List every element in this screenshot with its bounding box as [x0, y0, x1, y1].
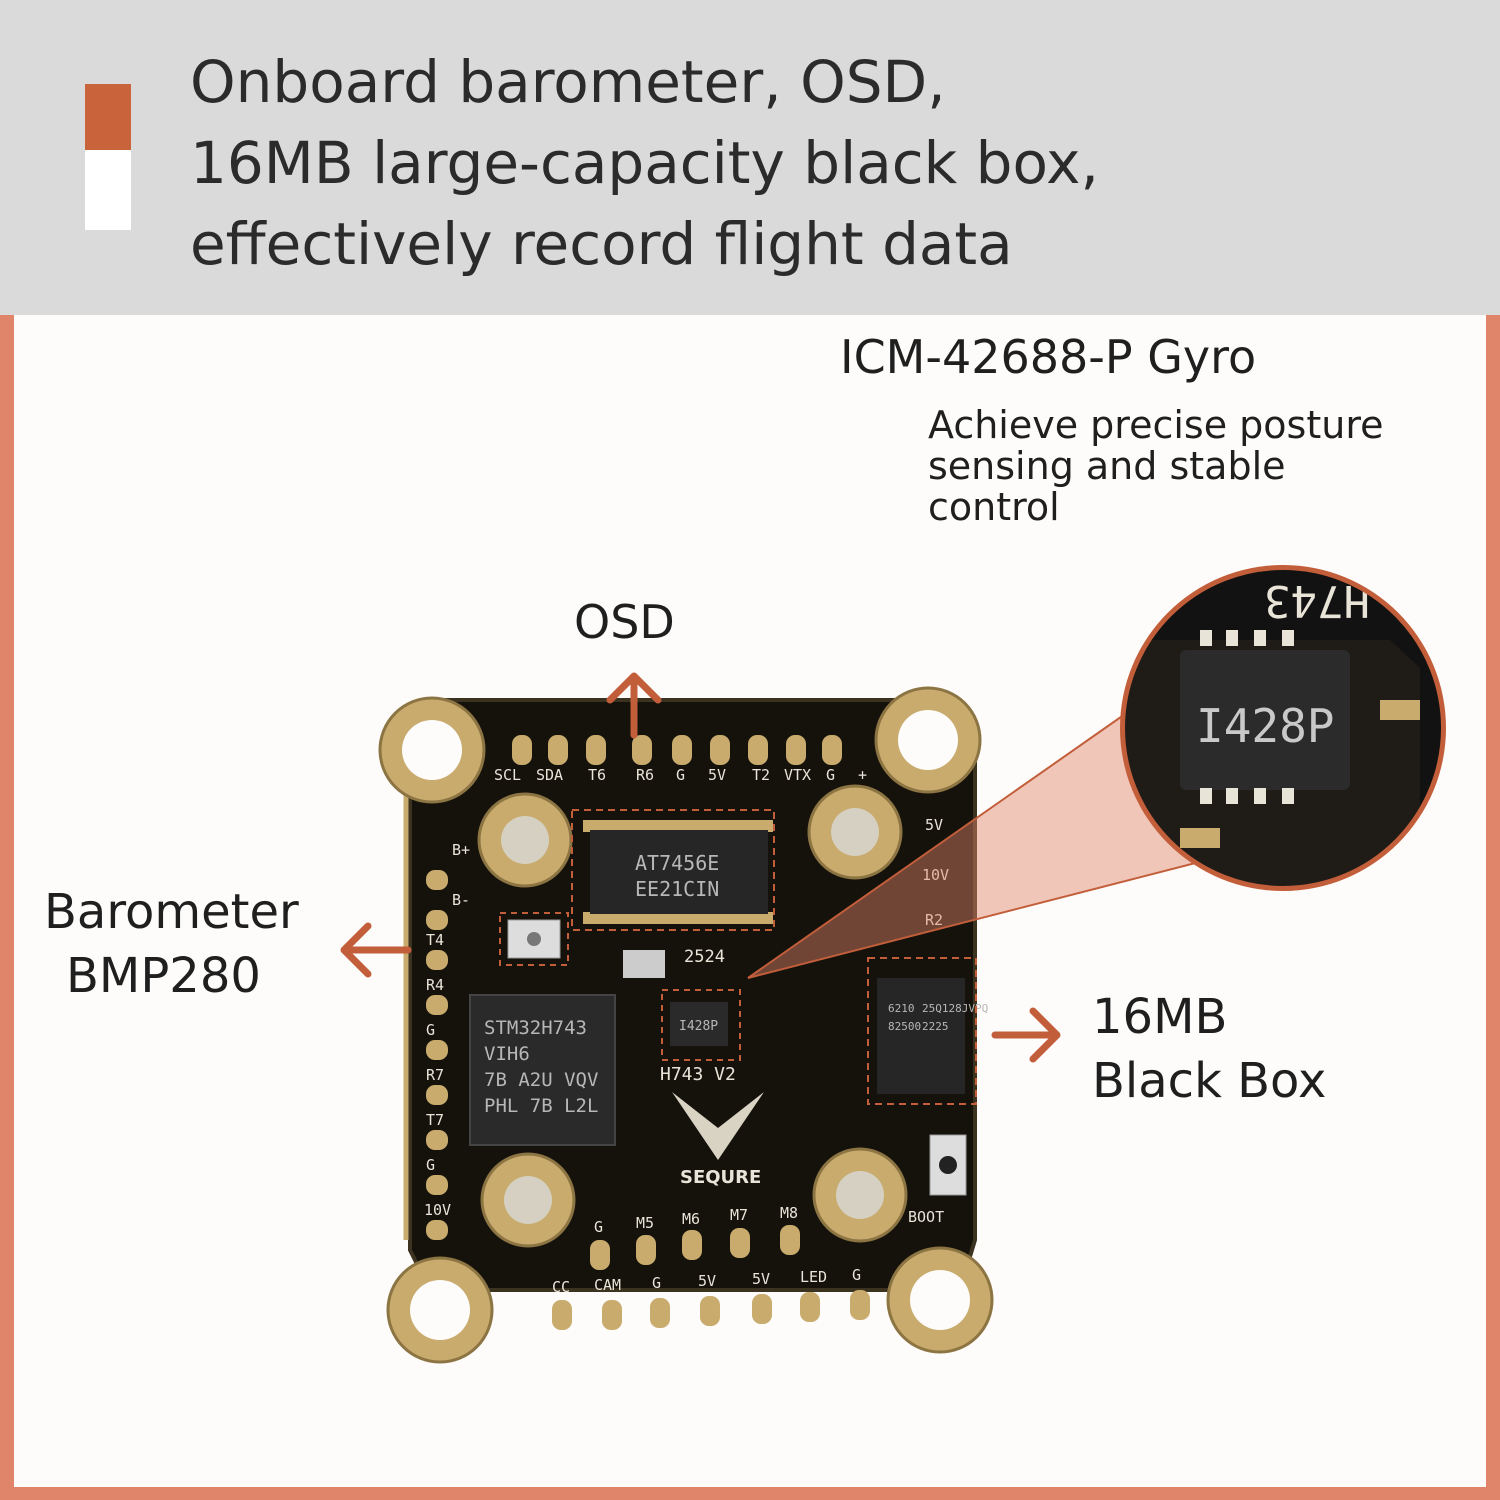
barometer-callout-line-2: BMP280	[66, 948, 261, 1004]
pad-label-top: +	[858, 766, 867, 784]
gyro-chip: I428P H743 V2	[660, 989, 741, 1085]
flash-chip: 6210 82500 25Q128JVPQ 2225	[867, 957, 988, 1105]
gyro-desc-line-3: control	[928, 485, 1060, 529]
zoom-beam	[748, 705, 1215, 978]
osd-arrow	[606, 672, 662, 739]
mcu-marking: VIH6	[484, 1043, 530, 1065]
pad-label-top: SCL	[494, 766, 521, 784]
gyro-callout-title: ICM-42688-P Gyro	[840, 330, 1257, 384]
barometer-callout: Barometer BMP280	[44, 880, 299, 1008]
headline-line-1: Onboard barometer, OSD,	[190, 48, 946, 116]
blackbox-callout-line-1: 16MB	[1092, 989, 1228, 1045]
headline-line-2: 16MB large-capacity black box,	[190, 129, 1099, 197]
blackbox-arrow	[991, 1007, 1061, 1063]
osd-callout: OSD	[574, 595, 675, 649]
pad-label-left: R4	[426, 976, 444, 994]
flash-chip-marking: 25Q128JVPQ	[922, 1002, 988, 1015]
pad-label-left: R7	[426, 1066, 444, 1084]
pad-label-top: 5V	[708, 766, 726, 784]
flash-chip-marking: 2225	[922, 1020, 949, 1033]
pad-label-bottom: 5V	[698, 1272, 716, 1290]
pad-label-bottom: M6	[682, 1210, 700, 1228]
callout-arrows	[340, 672, 1061, 1063]
pad-label-bottom: M8	[780, 1204, 798, 1222]
mcu-chip: STM32H743 VIH6 7B A2U VQV PHL 7B L2L	[469, 994, 616, 1146]
osd-chip: AT7456E EE21CIN	[571, 809, 775, 931]
pad-label-bottom: G	[852, 1266, 861, 1284]
blackbox-callout: 16MB Black Box	[1092, 985, 1326, 1113]
small-component	[623, 950, 665, 978]
boot-button-cap	[939, 1156, 957, 1174]
barometer-callout-line-1: Barometer	[44, 884, 299, 940]
gyro-desc-line-1: Achieve precise posture	[928, 403, 1384, 447]
mcu-marking: 7B A2U VQV	[484, 1069, 598, 1091]
pad-label-left: B-	[452, 891, 470, 909]
headline: Onboard barometer, OSD, 16MB large-capac…	[190, 42, 1440, 285]
pad-label-bottom: M5	[636, 1214, 654, 1232]
pad-label-bottom: G	[652, 1274, 661, 1292]
pad-label-bottom: M7	[730, 1206, 748, 1224]
pcb-board	[378, 686, 994, 1364]
pad-label-bottom: 5V	[752, 1270, 770, 1288]
accent-block-orange	[85, 84, 131, 150]
pad-label-top: G	[826, 766, 835, 784]
gyro-chip-marking: I428P	[679, 1019, 718, 1034]
osd-chip-marking: EE21CIN	[635, 877, 719, 901]
brand-name: SEQURE	[680, 1167, 761, 1188]
pad-label-bottom: CC	[552, 1278, 570, 1296]
headline-line-3: effectively record flight data	[190, 210, 1013, 278]
barometer-chip	[499, 912, 569, 966]
brand-logo-mark	[672, 1092, 764, 1160]
gyro-callout-description: Achieve precise posture sensing and stab…	[928, 405, 1384, 528]
header-band	[0, 0, 1500, 315]
pad-label-bottom: CAM	[594, 1276, 621, 1294]
pad-label-top: G	[676, 766, 685, 784]
pad-label-left: G	[426, 1021, 435, 1039]
code-label: 2524	[684, 947, 725, 967]
pad-label-left: 10V	[424, 1201, 451, 1219]
pad-label-right: 10V	[922, 866, 949, 884]
mcu-marking: PHL 7B L2L	[484, 1095, 598, 1117]
pad-label-right: 5V	[925, 816, 943, 834]
pad-label-left: T7	[426, 1111, 444, 1129]
pad-label-left: T4	[426, 931, 444, 949]
pad-label-top: R6	[636, 766, 654, 784]
pad-label-left: B+	[452, 841, 470, 859]
pad-label-top: VTX	[784, 766, 811, 784]
pad-label-bottom: G	[594, 1218, 603, 1236]
pad-label-top: T6	[588, 766, 606, 784]
pad-label-top: T2	[752, 766, 770, 784]
osd-chip-marking: AT7456E	[635, 851, 719, 875]
flash-chip-marking: 6210	[888, 1002, 915, 1015]
blackbox-callout-line-2: Black Box	[1092, 1053, 1327, 1109]
pad-label-bottom: LED	[800, 1268, 827, 1286]
mcu-marking: STM32H743	[484, 1017, 587, 1039]
solder-pads	[426, 735, 870, 1330]
pad-label-left: G	[426, 1156, 435, 1174]
pad-label-top: SDA	[536, 766, 563, 784]
boot-label: BOOT	[908, 1208, 944, 1226]
accent-block-white	[85, 150, 131, 230]
gyro-zoom-circle: I428P H743	[1120, 565, 1446, 891]
pad-label-right: R2	[925, 911, 943, 929]
board-name: H743 V2	[660, 1064, 736, 1085]
barometer-arrow	[340, 922, 412, 978]
gyro-desc-line-2: sensing and stable	[928, 444, 1286, 488]
zoom-chip-marking: I428P	[1196, 699, 1334, 753]
flash-chip-marking: 82500	[888, 1020, 921, 1033]
